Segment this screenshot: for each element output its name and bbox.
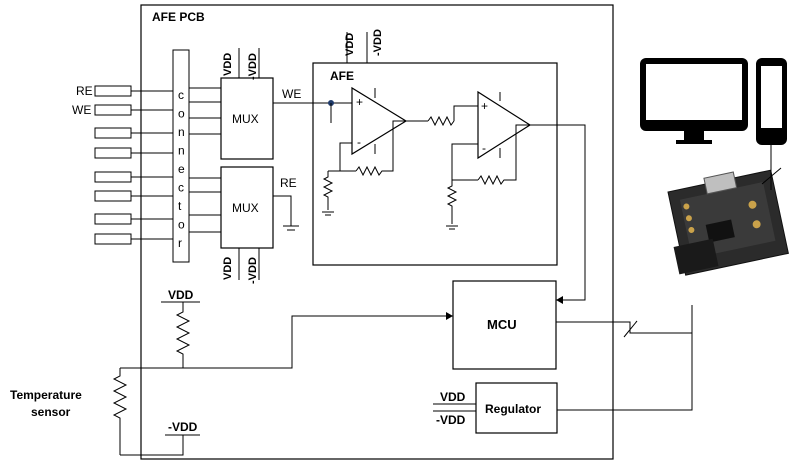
afe-output-wire: [530, 124, 586, 301]
connector-letter: t: [178, 199, 182, 213]
opamp-2-minus: -: [482, 141, 486, 155]
monitor-icon: [640, 58, 748, 144]
mcu-label: MCU: [487, 317, 517, 332]
connector-letter: n: [178, 125, 185, 139]
re-input-label: RE: [76, 84, 93, 98]
afe-pcb-board: [140, 4, 614, 460]
opamp-2-plus: +: [481, 99, 488, 113]
opamp-2-feedback-resistor: [477, 174, 507, 186]
connector-letter: o: [178, 107, 185, 121]
afe-pcb-title: AFE PCB: [152, 10, 205, 24]
pin-6: [94, 190, 132, 202]
bottom-neg-vdd-label: -VDD: [168, 420, 198, 434]
opamp-1-feedback-resistor: [355, 165, 384, 177]
pin-5: [94, 171, 132, 183]
we-input-label: WE: [72, 103, 91, 117]
temperature-sensor-label-2: sensor: [31, 405, 71, 419]
opamp-1-ground-resistor: [322, 171, 334, 216]
regulator-block: [475, 382, 558, 434]
regulator-label: Regulator: [485, 402, 541, 416]
afe-title: AFE: [330, 69, 354, 83]
mux-bottom-vdd: VDD: [222, 257, 234, 280]
connector-letter: e: [178, 162, 185, 176]
mcu-to-usb-bus: [556, 305, 693, 334]
connector-letter: n: [178, 144, 185, 158]
regulator-neg-vdd: -VDD: [436, 413, 466, 427]
opamp-2: [477, 90, 532, 160]
connector-letter: c: [178, 181, 184, 195]
pullup-resistor: [175, 302, 191, 368]
connector-to-mux-wires: [189, 87, 221, 233]
connector-letter: o: [178, 218, 185, 232]
sensor-to-mcu-arrow: [446, 312, 453, 320]
pin-we: [94, 104, 132, 116]
mux-top: [220, 77, 274, 160]
we-signal-label: WE: [282, 87, 301, 101]
connector-letter: c: [178, 88, 184, 102]
mux-bottom-neg-vdd: -VDD: [247, 257, 259, 284]
temperature-sensor-resistor: [112, 368, 128, 455]
opamp-1-plus: +: [356, 95, 363, 109]
regulator-to-usb-wire: [557, 333, 693, 411]
opamp-1: [351, 86, 408, 156]
pin-7: [94, 213, 132, 225]
temperature-sensor-label-1: Temperature: [10, 388, 82, 402]
mux-bottom-label: MUX: [232, 201, 259, 215]
afe-vdd: VDD: [344, 33, 356, 56]
re-ground-label: RE: [280, 176, 297, 190]
usb-serial-board: [667, 169, 789, 276]
opamp-1-minus: -: [357, 135, 361, 149]
afe-block: [312, 62, 558, 266]
afe-neg-vdd: -VDD: [372, 29, 384, 56]
afe-output-arrow: [556, 296, 563, 304]
pin-3: [94, 127, 132, 139]
inter-stage-resistor: [427, 115, 455, 127]
pc-tower-icon: [756, 58, 787, 145]
sensor-to-mcu-wire: [120, 315, 453, 369]
pin-8: [94, 233, 132, 245]
top-vdd-label: VDD: [168, 288, 194, 302]
pin-4: [94, 147, 132, 159]
regulator-vdd: VDD: [440, 390, 466, 404]
mcu-block: [452, 280, 557, 370]
mux-bottom: [220, 166, 274, 249]
opamp-2-ground-resistor: [446, 180, 458, 230]
connector-block: [172, 49, 190, 263]
mux-top-neg-vdd: -VDD: [247, 53, 259, 80]
connector-external-pins: [94, 85, 173, 245]
mux-top-label: MUX: [232, 112, 259, 126]
connector-letter: r: [178, 236, 182, 250]
mux-top-vdd: VDD: [222, 53, 234, 76]
pin-re: [94, 85, 132, 97]
re-ground-wire: [273, 195, 299, 231]
